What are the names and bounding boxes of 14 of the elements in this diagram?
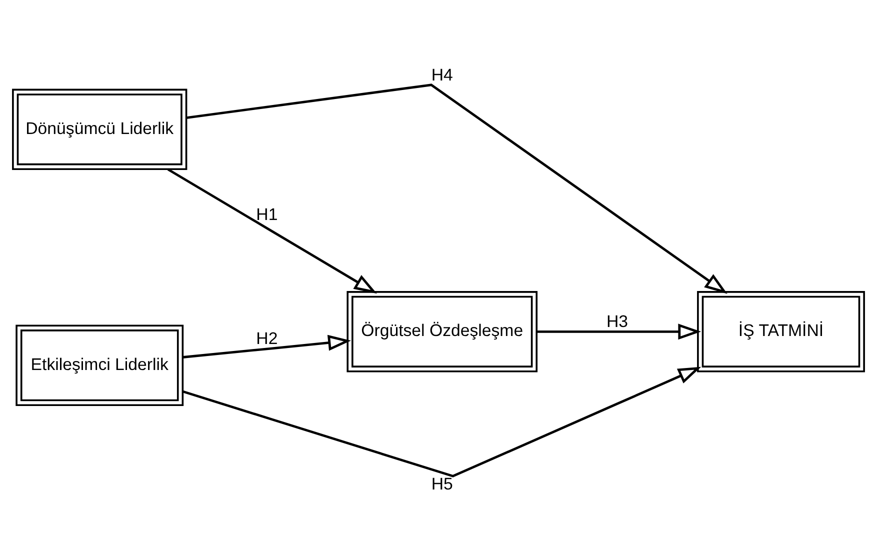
node-box: Dönüşümcü Liderlik [12, 88, 188, 170]
arrow [186, 83, 728, 294]
arrow [182, 334, 352, 358]
edge-label: H2 [256, 328, 278, 348]
node-box: İŞ TATMİNİ [697, 290, 865, 372]
arrow [167, 168, 377, 294]
node-box: Etkileşimci Liderlik [16, 324, 184, 406]
edge-label: H5 [431, 474, 453, 494]
edge-label: H3 [606, 312, 628, 331]
edge-label: H1 [256, 204, 278, 224]
arrow [537, 323, 702, 340]
arrow [182, 366, 702, 477]
node-box: Örgütsel Özdeşleşme [346, 290, 538, 372]
edge-label: H4 [431, 64, 453, 84]
